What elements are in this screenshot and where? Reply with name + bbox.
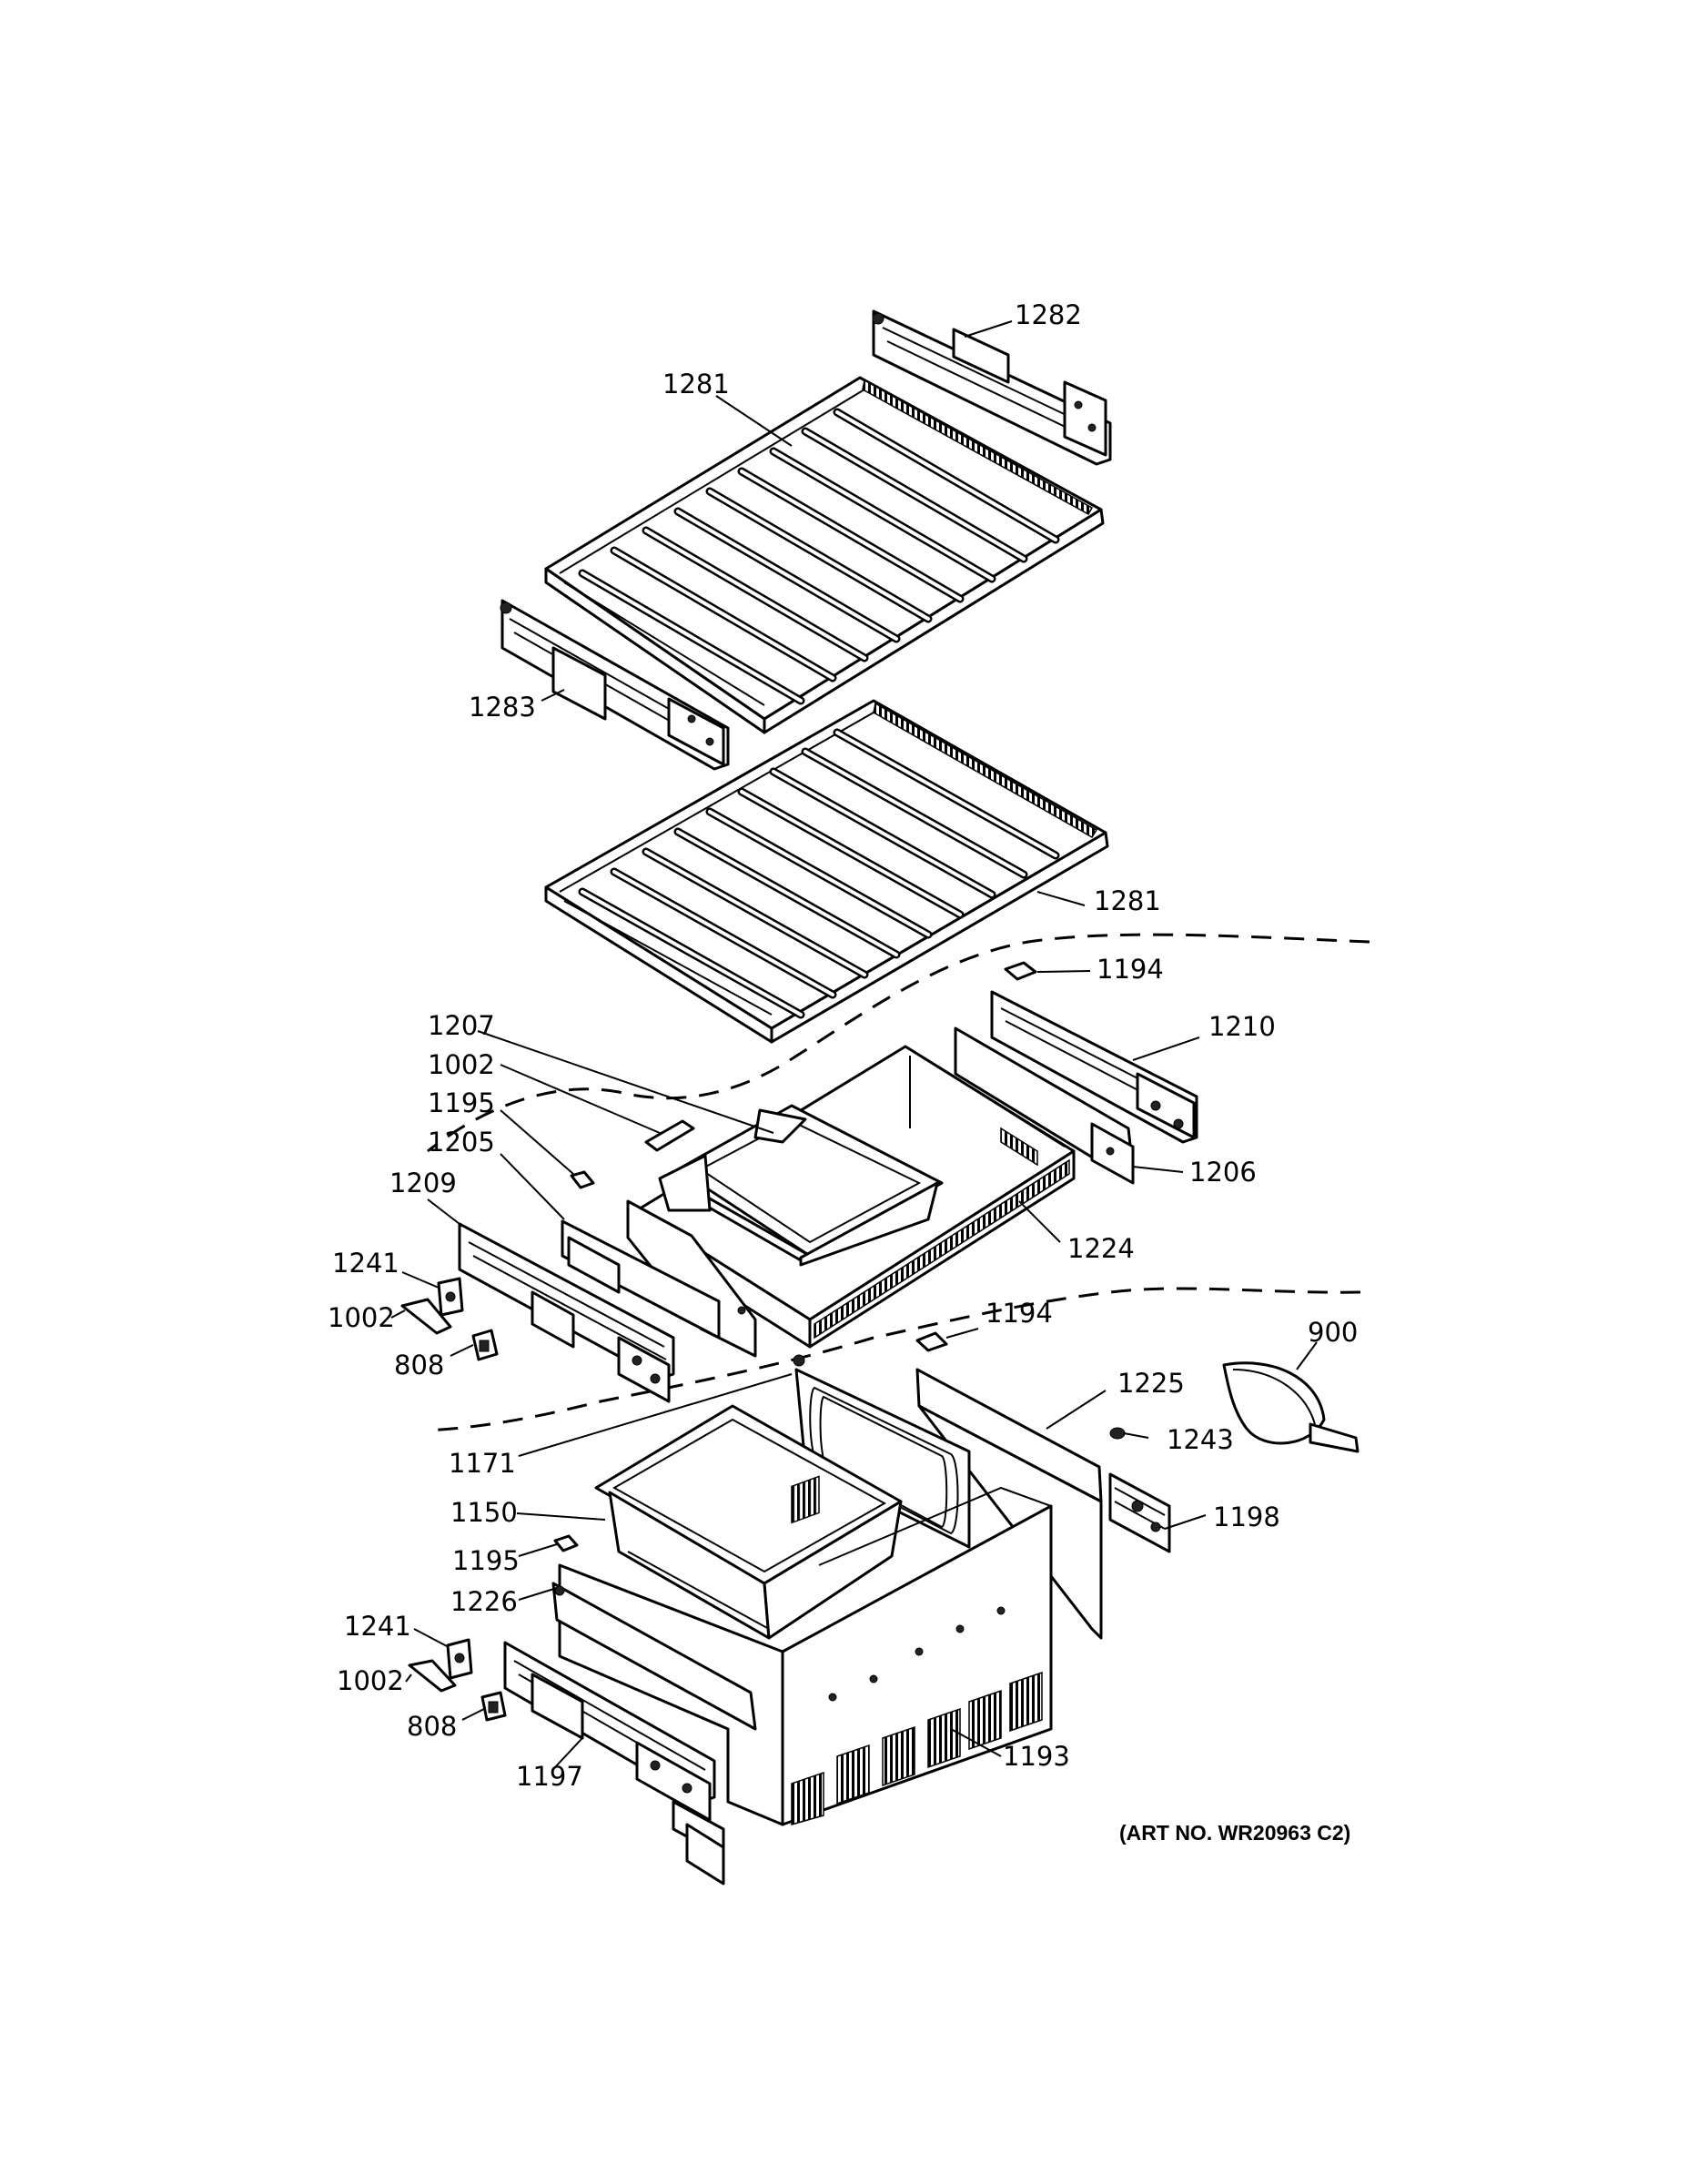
label-1243: 1243 <box>1167 1424 1234 1455</box>
label-1206: 1206 <box>1189 1157 1257 1188</box>
label-900: 900 <box>1308 1317 1358 1348</box>
section-divider-lower <box>427 1287 1361 1432</box>
shelf-rods-top <box>578 408 1060 705</box>
label-1198: 1198 <box>1213 1502 1280 1532</box>
label-1002-top: 1002 <box>428 1049 495 1080</box>
section-divider-upper <box>427 933 1370 1153</box>
handle-1002-mid <box>400 1298 452 1335</box>
label-1195-bottom: 1195 <box>452 1545 520 1576</box>
bracket-1226 <box>551 1582 757 1731</box>
label-1283: 1283 <box>469 692 536 723</box>
right-drawer-rail-1210 <box>990 990 1198 1144</box>
label-1194-middle: 1194 <box>986 1298 1053 1329</box>
clip-808-bot <box>480 1691 507 1722</box>
label-1281-top: 1281 <box>662 369 730 399</box>
label-1241-bottom: 1241 <box>344 1611 411 1642</box>
label-1224: 1224 <box>1067 1233 1135 1264</box>
latch-1241-top <box>437 1277 464 1317</box>
right-bracket-1206 <box>954 1026 1135 1185</box>
label-1002-bottom: 1002 <box>337 1665 404 1696</box>
label-1002-middle: 1002 <box>328 1302 395 1333</box>
label-1193: 1193 <box>1003 1741 1070 1772</box>
label-1241-top: 1241 <box>332 1248 399 1279</box>
label-1197: 1197 <box>516 1761 583 1792</box>
clip-1194-mid <box>915 1331 948 1352</box>
shelf-rods-middle <box>578 728 1060 1019</box>
vent-slots <box>791 1475 1043 1825</box>
label-1194-top: 1194 <box>1097 954 1164 985</box>
handle-1002-bot <box>408 1659 457 1693</box>
label-808-bottom: 808 <box>407 1711 457 1742</box>
callout-labels: 1282 1281 1283 1281 1194 1210 1207 1002 … <box>328 299 1358 1845</box>
label-1210: 1210 <box>1208 1011 1276 1042</box>
label-1205: 1205 <box>428 1127 495 1158</box>
handle-1002-top <box>644 1119 695 1152</box>
wire-shelf-1281-top <box>544 376 1105 734</box>
left-shelf-rail-1283 <box>500 599 730 771</box>
label-1171: 1171 <box>449 1448 516 1479</box>
left-bracket-1205 <box>561 1219 721 1340</box>
ice-scoop-900 <box>1222 1361 1359 1453</box>
lower-housing-1193 <box>558 1475 1053 1826</box>
leader-lines <box>390 320 1318 1768</box>
right-lower-rail-1198 <box>1108 1472 1171 1553</box>
screw-1243 <box>1109 1427 1149 1440</box>
wire-shelf-1281-middle <box>544 699 1109 1044</box>
left-lower-rail-1197 <box>503 1641 725 1886</box>
art-number: (ART NO. WR20963 C2) <box>1119 1821 1350 1845</box>
label-1226: 1226 <box>450 1586 518 1617</box>
clip-808-top <box>471 1329 499 1361</box>
label-1209: 1209 <box>389 1168 457 1198</box>
label-808-top: 808 <box>394 1350 444 1380</box>
label-1282: 1282 <box>1015 299 1082 330</box>
label-1281-middle: 1281 <box>1094 885 1161 916</box>
right-shelf-rail-1282 <box>872 309 1112 466</box>
latch-1241-bot <box>446 1638 473 1680</box>
door-frame-1171 <box>793 1354 971 1549</box>
left-drawer-rail-1209 <box>458 1222 675 1403</box>
clip-1194-top <box>1004 961 1037 981</box>
lower-bin-1150 <box>594 1404 903 1640</box>
label-1195-top: 1195 <box>428 1087 495 1118</box>
label-1207: 1207 <box>428 1010 495 1041</box>
clip-1195-bot <box>553 1534 579 1552</box>
label-1225: 1225 <box>1117 1368 1185 1399</box>
clip-1195-top <box>570 1170 595 1189</box>
label-1150: 1150 <box>450 1497 518 1528</box>
